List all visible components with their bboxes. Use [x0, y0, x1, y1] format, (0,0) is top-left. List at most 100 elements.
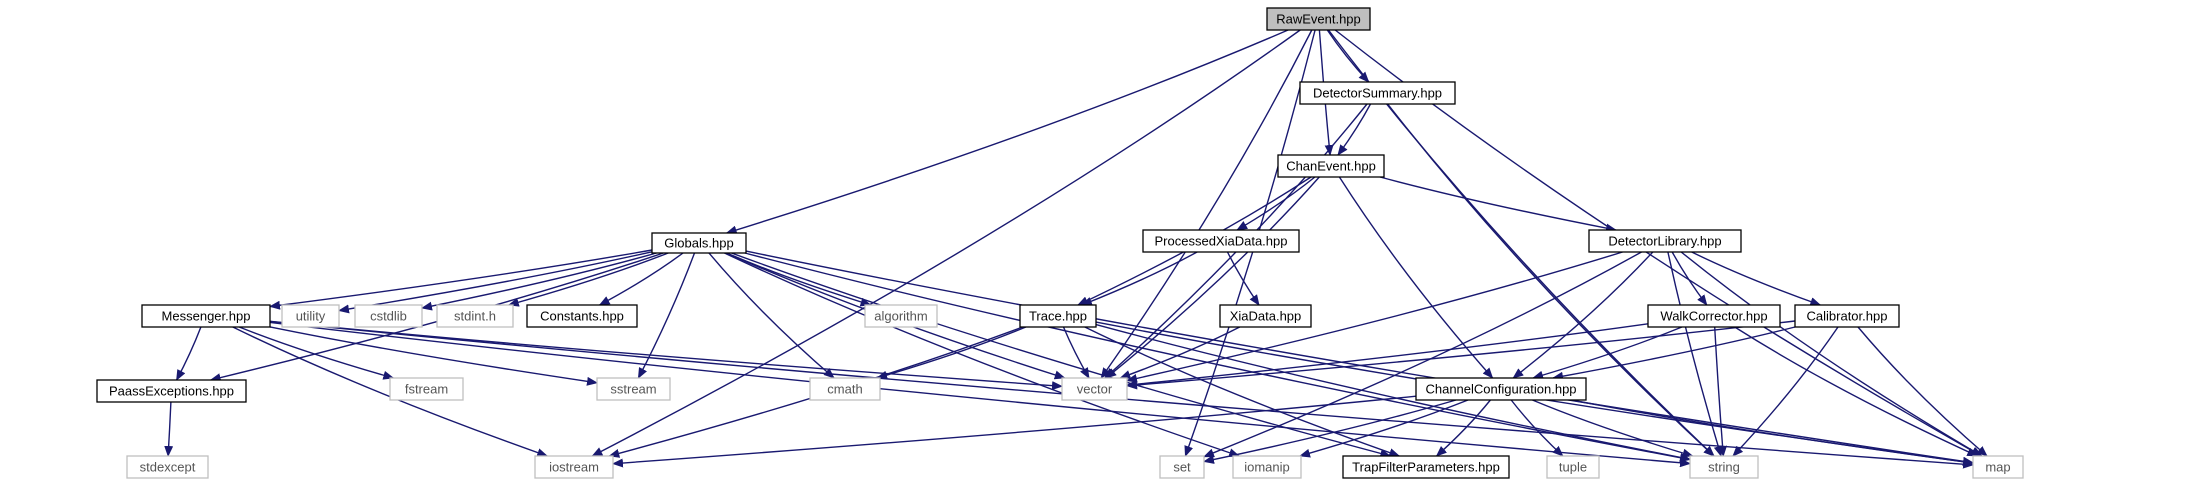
node-tuple: tuple [1546, 455, 1600, 479]
edge-detlib-to-string [1667, 251, 1723, 457]
edge-chanconfig-to-iomanip [1299, 399, 1469, 458]
node-map: map [1972, 455, 2024, 479]
node-box-calibrator [1794, 304, 1900, 328]
node-box-map [1972, 455, 2024, 479]
node-label-algorithm: algorithm [874, 309, 927, 324]
node-box-sstream [596, 377, 671, 401]
node-label-map: map [1985, 460, 2010, 475]
node-globals[interactable]: Globals.hpp [651, 232, 747, 254]
node-messenger[interactable]: Messenger.hpp [141, 304, 271, 328]
node-box-detsummary [1299, 81, 1456, 105]
edge-globals-to-constants [598, 252, 684, 306]
node-label-xiadata: XiaData.hpp [1230, 309, 1302, 324]
node-label-calibrator: Calibrator.hpp [1807, 309, 1888, 324]
node-box-detlib [1588, 229, 1742, 253]
node-label-iomanip: iomanip [1244, 460, 1290, 475]
edge-globals-to-cstdlib [421, 252, 657, 311]
node-box-constants [526, 304, 638, 328]
node-xiadata[interactable]: XiaData.hpp [1219, 304, 1312, 328]
node-trace[interactable]: Trace.hpp [1019, 304, 1097, 328]
edge-calibrator-to-string [1732, 326, 1839, 457]
edge-trace-to-trapfilter [1084, 326, 1401, 457]
edge-paassexc-to-stdexcept [164, 401, 174, 457]
node-utility: utility [281, 304, 340, 328]
node-box-set [1159, 455, 1205, 479]
edge-chanevent-to-chanconfig [1338, 176, 1494, 379]
node-label-cmath: cmath [827, 382, 862, 397]
node-processedxia[interactable]: ProcessedXiaData.hpp [1142, 229, 1300, 253]
node-box-algorithm [864, 304, 938, 328]
edge-xiadata-to-vector [1119, 326, 1241, 379]
node-label-constants: Constants.hpp [540, 309, 624, 324]
node-label-paassexc: PaassExceptions.hpp [109, 384, 234, 399]
node-label-trapfilter: TrapFilterParameters.hpp [1352, 460, 1500, 475]
node-label-chanevent: ChanEvent.hpp [1286, 159, 1376, 174]
edge-globals-to-iomanip [724, 252, 1241, 458]
node-detlib[interactable]: DetectorLibrary.hpp [1588, 229, 1742, 253]
node-box-string [1689, 455, 1759, 479]
edge-detlib-to-vector [1126, 251, 1623, 383]
node-label-trace: Trace.hpp [1029, 309, 1087, 324]
edge-detsummary-to-chanevent [1337, 103, 1372, 156]
node-detsummary[interactable]: DetectorSummary.hpp [1299, 81, 1456, 105]
node-label-cstdlib: cstdlib [370, 309, 407, 324]
edge-processedxia-to-xiadata [1226, 251, 1260, 306]
node-constants[interactable]: Constants.hpp [526, 304, 638, 328]
node-box-cmath [809, 377, 881, 401]
node-box-utility [281, 304, 340, 328]
node-box-globals [651, 232, 747, 254]
edge-walkcorrector-to-vector [1126, 323, 1649, 389]
node-label-utility: utility [296, 309, 326, 324]
node-label-detsummary: DetectorSummary.hpp [1313, 86, 1442, 101]
node-box-rawevent [1266, 7, 1371, 31]
node-chanconfig[interactable]: ChannelConfiguration.hpp [1415, 377, 1587, 401]
node-chanevent[interactable]: ChanEvent.hpp [1277, 154, 1385, 178]
node-paassexc[interactable]: PaassExceptions.hpp [96, 379, 247, 403]
node-fstream: fstream [389, 377, 464, 401]
node-label-globals: Globals.hpp [664, 236, 733, 251]
edge-messenger-to-map [269, 320, 1974, 469]
edge-globals-to-map [745, 250, 1974, 466]
edge-chanconfig-to-trapfilter [1435, 399, 1491, 457]
edge-chanconfig-to-tuple [1510, 399, 1564, 457]
edge-chanconfig-to-iostream [612, 395, 1417, 468]
node-label-iostream: iostream [549, 460, 599, 475]
nodes-layer: RawEvent.hppDetectorSummary.hppChanEvent… [96, 7, 2024, 479]
edge-calibrator-to-chanconfig [1552, 326, 1796, 381]
node-sstream: sstream [596, 377, 671, 401]
node-box-messenger [141, 304, 271, 328]
edge-trace-to-string [1095, 323, 1691, 462]
edge-trace-to-cmath [876, 326, 1027, 380]
edge-detlib-to-chanconfig [1512, 251, 1654, 379]
node-set: set [1159, 455, 1205, 479]
node-box-vector [1061, 377, 1128, 401]
node-string: string [1689, 455, 1759, 479]
edge-walkcorrector-to-string [1714, 326, 1728, 457]
node-box-stdinth [436, 304, 514, 328]
node-box-cstdlib [354, 304, 423, 328]
edge-rawevent-to-vector [1100, 29, 1313, 379]
node-label-chanconfig: ChannelConfiguration.hpp [1425, 382, 1576, 397]
node-label-fstream: fstream [405, 382, 448, 397]
node-stdinth: stdint.h [436, 304, 514, 328]
node-walkcorrector[interactable]: WalkCorrector.hpp [1647, 304, 1781, 328]
edge-globals-to-cmath [708, 252, 835, 379]
edge-chanevent-to-processedxia [1236, 176, 1316, 231]
node-rawevent[interactable]: RawEvent.hpp [1266, 7, 1371, 31]
edge-messenger-to-paassexc [175, 326, 202, 381]
edge-calibrator-to-map [1857, 326, 1988, 457]
node-label-set: set [1173, 460, 1191, 475]
edge-messenger-to-sstream [269, 326, 598, 386]
edge-globals-to-trapfilter [731, 252, 1392, 458]
edge-chanconfig-to-set [1203, 399, 1457, 464]
node-iostream: iostream [534, 455, 614, 479]
edge-chanconfig-to-map [1570, 399, 1974, 467]
node-box-fstream [389, 377, 464, 401]
node-label-messenger: Messenger.hpp [162, 309, 251, 324]
node-box-tuple [1546, 455, 1600, 479]
node-calibrator[interactable]: Calibrator.hpp [1794, 304, 1900, 328]
node-trapfilter[interactable]: TrapFilterParameters.hpp [1342, 455, 1510, 479]
node-label-vector: vector [1077, 382, 1113, 397]
node-label-tuple: tuple [1559, 460, 1587, 475]
